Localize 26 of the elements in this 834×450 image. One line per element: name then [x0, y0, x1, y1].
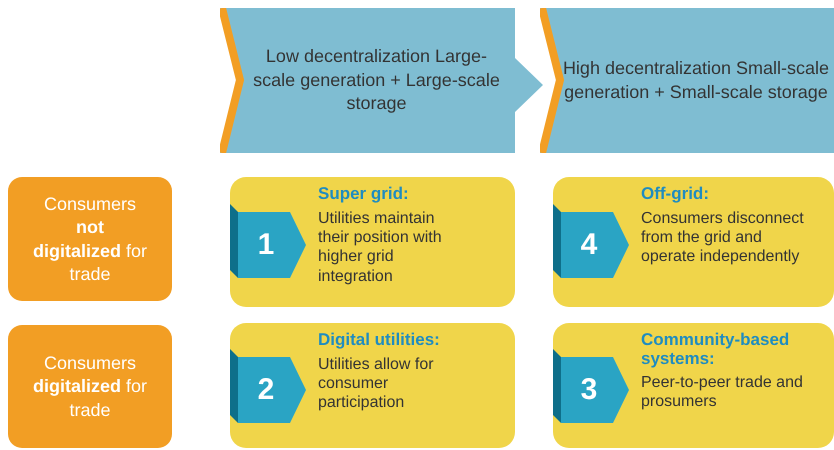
- scenario-description: Utilities allow for consumer participation: [318, 355, 435, 413]
- step-number: 2: [256, 372, 276, 408]
- step-number: 3: [580, 372, 598, 408]
- scenario-card: [230, 323, 515, 448]
- step-number: 4: [580, 227, 598, 263]
- step-number: 1: [256, 227, 276, 263]
- step-arrow-badge: [553, 349, 629, 423]
- scenario-description: Peer-to-peer trade and prosumers: [641, 373, 804, 412]
- scenario-card: [553, 323, 834, 448]
- step-arrow-badge: [230, 349, 306, 423]
- scenario-card: [230, 177, 515, 307]
- step-arrow-badge: [553, 204, 629, 278]
- scenario-title: Digital utilities:: [318, 331, 441, 350]
- row-header: Consumers digitalized for trade: [8, 325, 172, 448]
- scenario-card: [553, 177, 834, 307]
- scenario-title: Off-grid:: [641, 185, 710, 204]
- step-arrow-badge: [230, 204, 306, 278]
- scenario-title: Super grid:: [318, 185, 410, 204]
- scenario-description: Consumers disconnect from the grid and operate independently: [641, 209, 805, 267]
- column-header: [220, 8, 545, 153]
- scenario-description: Utilities maintain their position with higher grid integration: [318, 209, 443, 286]
- row-header: Consumers not digitalized for trade: [8, 177, 172, 301]
- header-text: High decentralization Small-scale generation + Small-scale storage: [562, 57, 830, 104]
- header-text: Low decentralization Large-scale generation + Large-scale storage: [252, 45, 501, 116]
- scenario-title: Community-based systems:: [641, 331, 790, 368]
- column-header: [540, 8, 834, 153]
